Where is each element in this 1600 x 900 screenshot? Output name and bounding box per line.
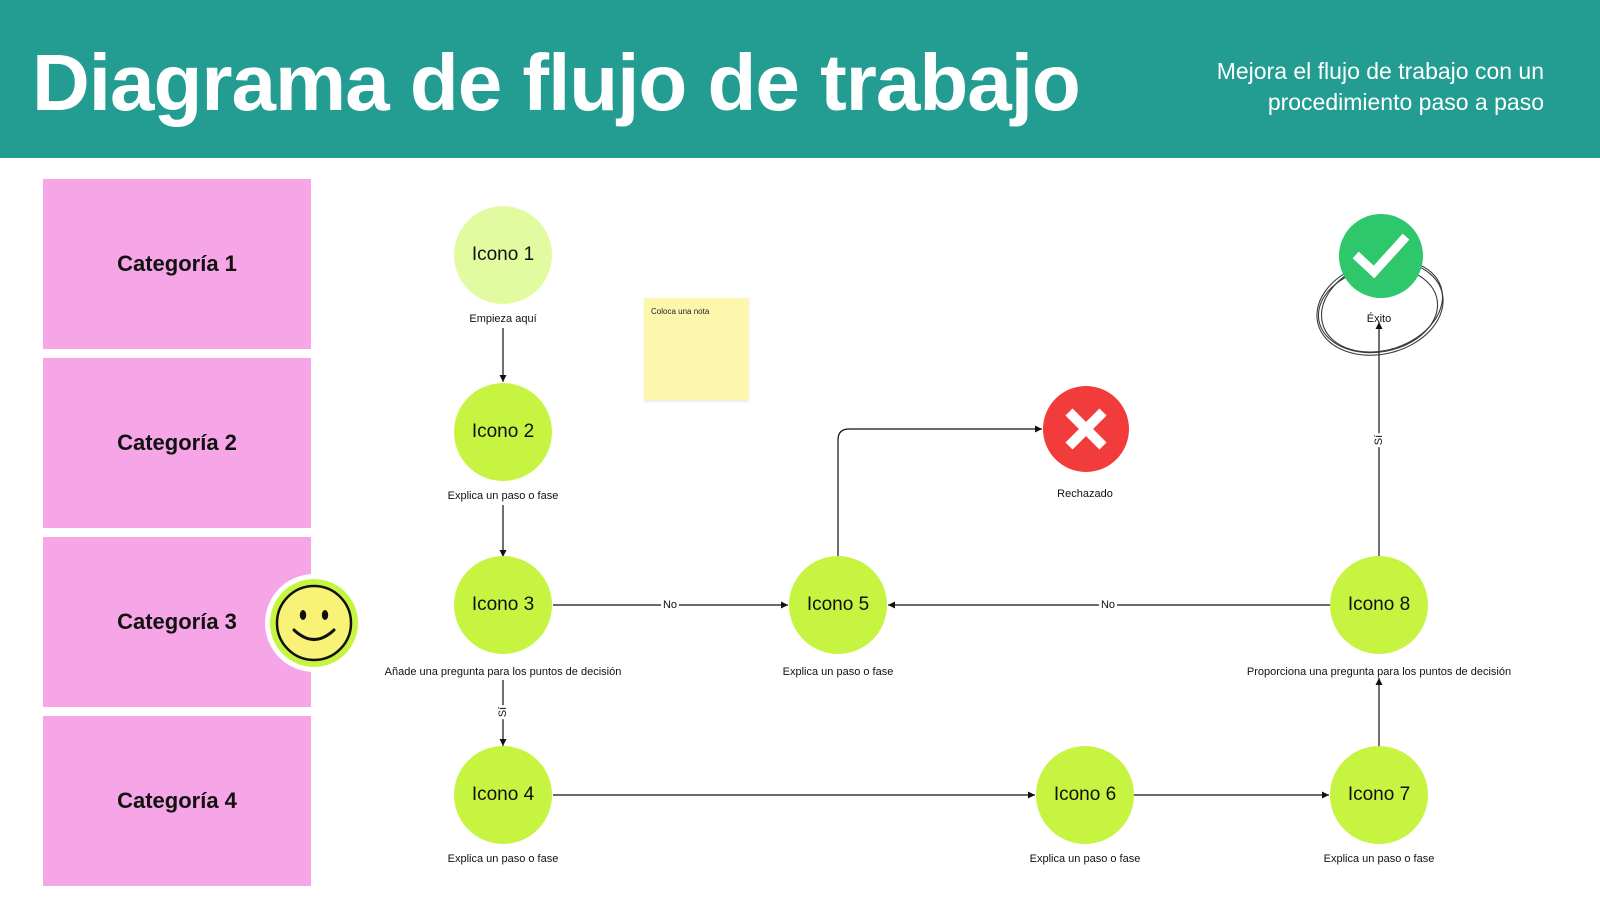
icono-8-caption: Proporciona una pregunta para los puntos…: [1246, 666, 1512, 678]
x-icon[interactable]: [1043, 386, 1129, 472]
icono-3-caption: Añade una pregunta para los puntos de de…: [384, 666, 622, 678]
icono-4-caption: Explica un paso o fase: [447, 853, 559, 865]
category-4-lane: Categoría 4: [43, 716, 311, 886]
icono-8-node[interactable]: Icono 8: [1330, 556, 1428, 654]
icono-1-node[interactable]: Icono 1: [454, 206, 552, 304]
icono-7-caption: Explica un paso o fase: [1323, 853, 1435, 865]
icono-8-label: Icono 8: [1347, 594, 1411, 615]
icono-5-caption: Explica un paso o fase: [782, 666, 894, 678]
icono-4-node[interactable]: Icono 4: [454, 746, 552, 844]
icono-2-node[interactable]: Icono 2: [454, 383, 552, 481]
icono-6-node[interactable]: Icono 6: [1036, 746, 1134, 844]
icono-6-label: Icono 6: [1053, 784, 1117, 805]
icono-5-node[interactable]: Icono 5: [789, 556, 887, 654]
icono-5-label: Icono 5: [806, 594, 870, 615]
page-title: Diagrama de flujo de trabajo: [32, 38, 1081, 127]
exito-caption: Éxito: [1366, 313, 1392, 325]
checkmark-icon[interactable]: [1339, 214, 1423, 298]
icono-1-label: Icono 1: [471, 244, 535, 265]
edge-label-si-icono8: Sí: [1373, 432, 1385, 448]
sticky-note-text: Coloca una nota: [651, 307, 710, 316]
category-2-lane: Categoría 2: [43, 358, 311, 528]
sticky-note[interactable]: Coloca una nota: [644, 298, 749, 400]
icono-2-label: Icono 2: [471, 421, 535, 442]
edge-label-no-icono8: No: [1098, 599, 1118, 611]
edge-label-no-icono3: No: [660, 599, 680, 611]
icono-4-label: Icono 4: [471, 784, 535, 805]
icono-3-label: Icono 3: [471, 594, 535, 615]
header-banner: Diagrama de flujo de trabajo Mejora el f…: [0, 0, 1600, 158]
icono-7-label: Icono 7: [1347, 784, 1411, 805]
smiley-face-icon: [265, 574, 363, 672]
edge-icono5-rechazado: [837, 425, 1042, 556]
rechazado-caption: Rechazado: [1057, 488, 1113, 500]
icono-3-node[interactable]: Icono 3: [454, 556, 552, 654]
icono-6-caption: Explica un paso o fase: [1029, 853, 1141, 865]
category-1-lane: Categoría 1: [43, 179, 311, 349]
icono-1-caption: Empieza aquí: [469, 313, 537, 325]
page-subtitle: Mejora el flujo de trabajo con un proced…: [1216, 58, 1544, 115]
icono-7-node[interactable]: Icono 7: [1330, 746, 1428, 844]
icono-2-caption: Explica un paso o fase: [447, 490, 559, 502]
edge-label-si-icono3: Sí: [497, 704, 509, 720]
